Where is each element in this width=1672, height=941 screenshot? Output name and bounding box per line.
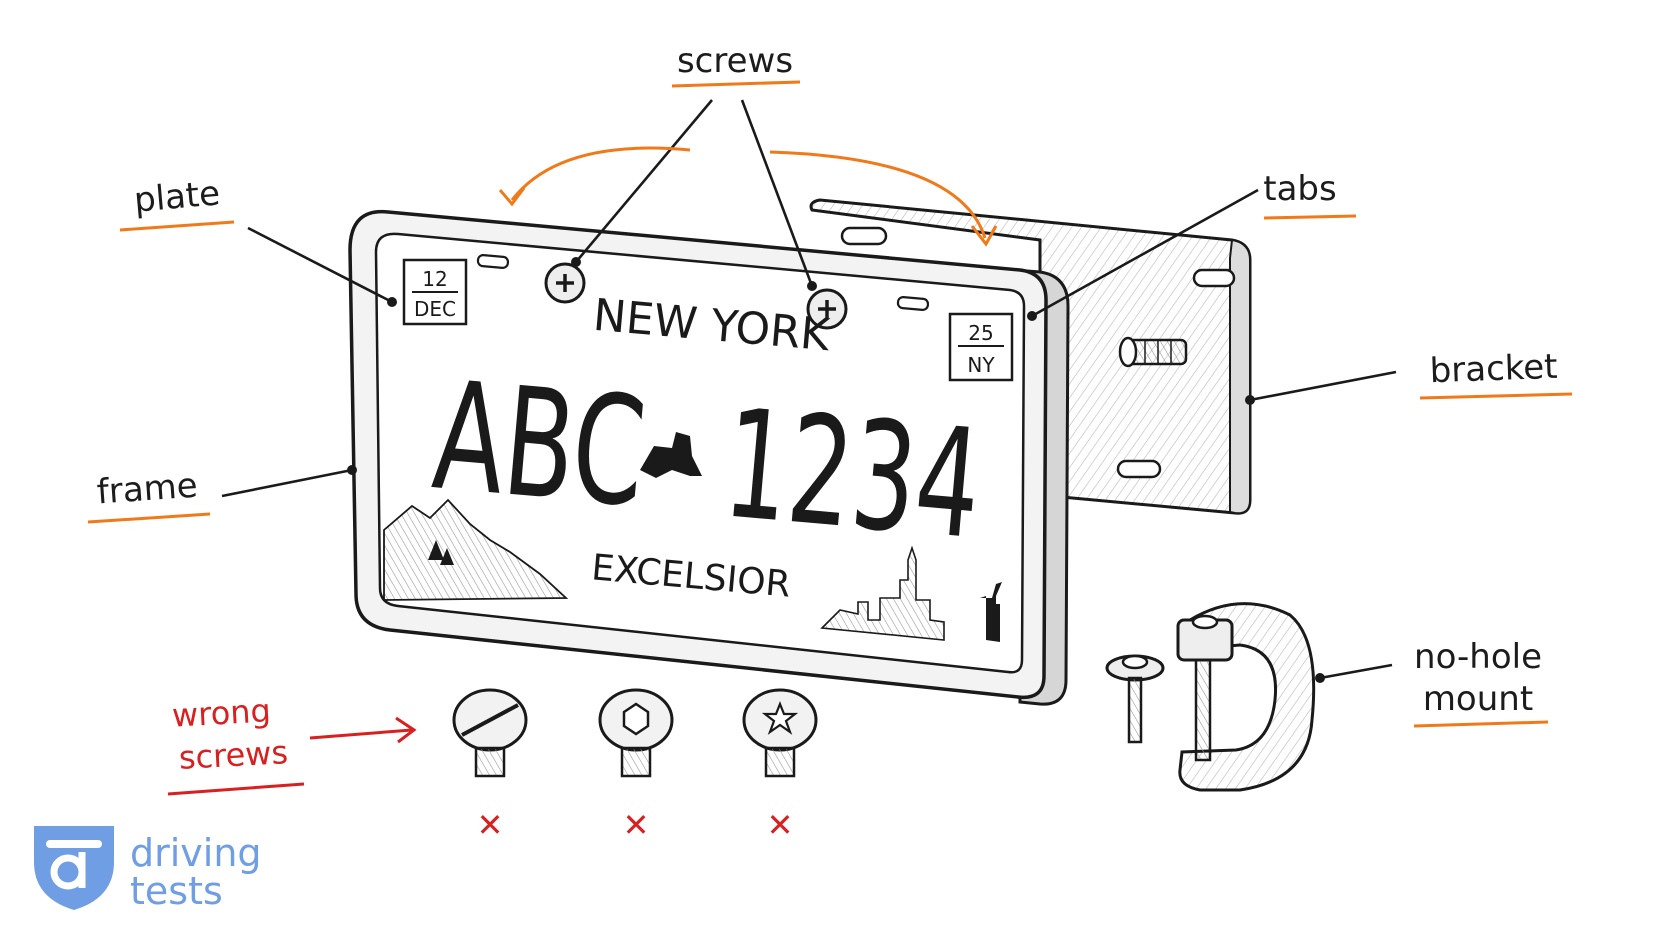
underline-frame: [87, 512, 211, 524]
label-no-hole-line2: mount: [1423, 679, 1533, 719]
underline-plate: [119, 220, 235, 232]
sticker-right-bottom: NY: [967, 353, 995, 377]
shield-logo-icon: [34, 826, 114, 910]
hex-screw-icon: [598, 688, 674, 778]
label-plate: plate: [132, 173, 221, 220]
underline-no-hole: [1413, 720, 1549, 728]
red-arrow: [309, 716, 417, 744]
sticker-left: [402, 258, 468, 326]
underline-bracket: [1419, 392, 1573, 400]
underline-tabs: [1263, 214, 1357, 220]
underline-wrong: [167, 782, 305, 796]
bracket-drawing: [809, 198, 1252, 515]
sticker-right: [948, 312, 1014, 382]
clamp-mount-drawing: [1105, 602, 1316, 792]
screw-icon: [544, 262, 586, 304]
label-bracket: bracket: [1429, 347, 1558, 391]
wrong-mark-1: ✕: [477, 806, 504, 844]
sticker-right-top: 25: [968, 321, 993, 345]
label-tabs: tabs: [1263, 169, 1336, 209]
screw-icon: [806, 288, 848, 330]
label-no-hole-line1: no-hole: [1414, 637, 1542, 677]
leader-lines: [221, 99, 1397, 680]
underline-screws: [671, 80, 801, 88]
plate-number-right: 1234: [718, 377, 987, 573]
label-wrong-line2: screws: [178, 733, 289, 777]
leader-dots: [347, 257, 1325, 683]
brand-line2: tests: [130, 869, 223, 913]
star-screw-icon: [742, 688, 818, 778]
slotted-screw-icon: [452, 688, 528, 778]
plate-number-left: ABC: [427, 349, 651, 541]
label-wrong-line1: wrong: [171, 691, 272, 734]
orange-arrows: [498, 146, 998, 247]
wrong-mark-3: ✕: [767, 806, 794, 844]
label-frame: frame: [96, 466, 199, 513]
brand-line1: driving: [130, 831, 262, 875]
sticker-left-bottom: DEC: [414, 297, 456, 321]
sticker-left-top: 12: [422, 267, 447, 291]
wrong-mark-2: ✕: [623, 806, 650, 844]
label-screws: screws: [677, 41, 793, 81]
plate-frame-drawing: [348, 209, 1070, 706]
